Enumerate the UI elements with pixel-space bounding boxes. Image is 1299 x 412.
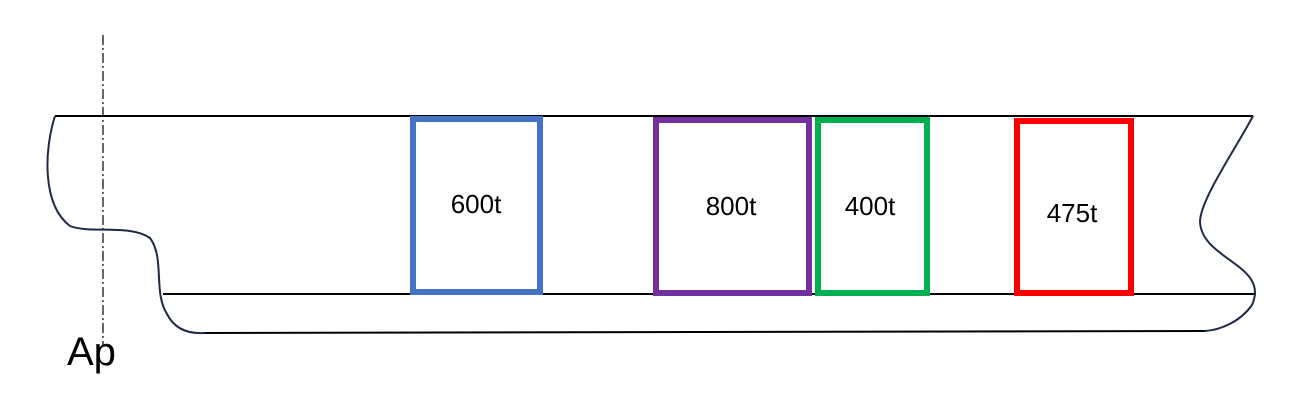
weight-block-475t: 475t: [1014, 118, 1134, 296]
weight-box-600t: [410, 116, 543, 295]
weight-block-800t: 800t: [653, 117, 812, 296]
weight-box-475t: [1014, 118, 1134, 296]
weight-box-800t: [653, 117, 812, 296]
weight-label-800t: 800t: [706, 191, 757, 221]
weight-block-600t: 600t: [410, 116, 543, 295]
weight-label-400t: 400t: [845, 191, 896, 221]
weight-box-400t: [815, 117, 930, 296]
stern-curve: [46, 115, 206, 335]
bow-curve: [1198, 115, 1256, 332]
keel-line: [202, 330, 1206, 334]
weight-label-475t: 475t: [1047, 198, 1098, 228]
aft-perpendicular-label: Ap: [67, 330, 116, 374]
weight-block-400t: 400t: [815, 117, 930, 296]
weight-label-600t: 600t: [451, 189, 502, 219]
